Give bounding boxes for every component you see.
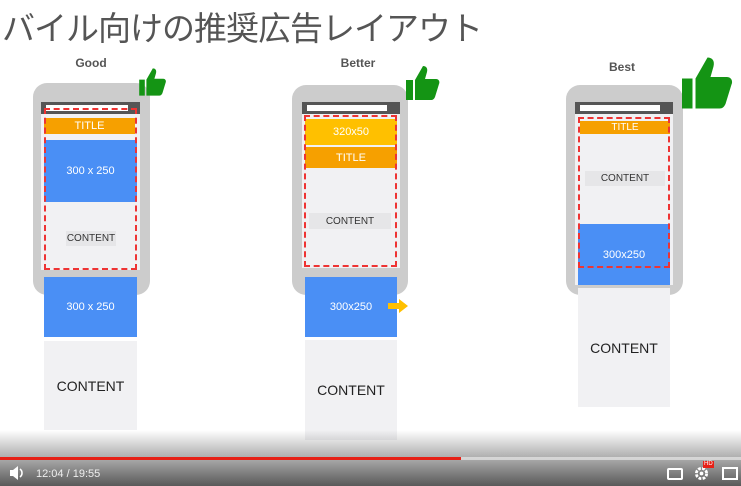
duration: 19:55 (72, 468, 101, 480)
content-block: CONTENT (305, 340, 397, 440)
ad-block: 300 x 250 (44, 140, 137, 202)
content-block: CONTENT (66, 231, 116, 246)
best-label: Best (608, 60, 635, 74)
content-block: CONTENT (578, 288, 670, 407)
content-block: CONTENT (309, 213, 391, 229)
ad-block: 300x250 (578, 224, 670, 285)
better-label: Better (340, 56, 376, 70)
time-separator: / (63, 468, 73, 480)
progress-fill (0, 457, 461, 460)
ad-block: 300 x 250 (44, 277, 137, 337)
subtitles-icon[interactable] (667, 468, 683, 480)
address-bar (580, 105, 660, 111)
title-block: TITLE (305, 147, 397, 168)
thumbs-up-icon (676, 48, 736, 118)
miniplayer-icon[interactable] (722, 467, 738, 480)
viewport-outline (44, 108, 137, 270)
title-block: TITLE (44, 118, 135, 134)
content-block: CONTENT (44, 341, 137, 430)
thumbs-up-icon (136, 64, 168, 100)
viewport-outline (578, 117, 670, 268)
volume-icon[interactable] (9, 465, 25, 481)
viewport-outline (304, 115, 397, 267)
content-block: CONTENT (585, 171, 665, 186)
current-time: 12:04 (36, 468, 64, 480)
good-label: Good (75, 56, 107, 70)
ad-block: 320x50 (305, 119, 397, 145)
ad-block: 300x250 (305, 277, 397, 337)
thumbs-up-icon (402, 60, 442, 106)
arrow-right-icon (388, 299, 408, 313)
settings-icon[interactable] (694, 466, 709, 481)
address-bar (307, 105, 387, 111)
slide-title: バイル向けの推奨広告レイアウト (2, 9, 483, 48)
title-block: TITLE (580, 121, 670, 134)
hd-badge: HD (703, 461, 714, 468)
time-display: 12:04 / 19:55 (36, 468, 100, 480)
